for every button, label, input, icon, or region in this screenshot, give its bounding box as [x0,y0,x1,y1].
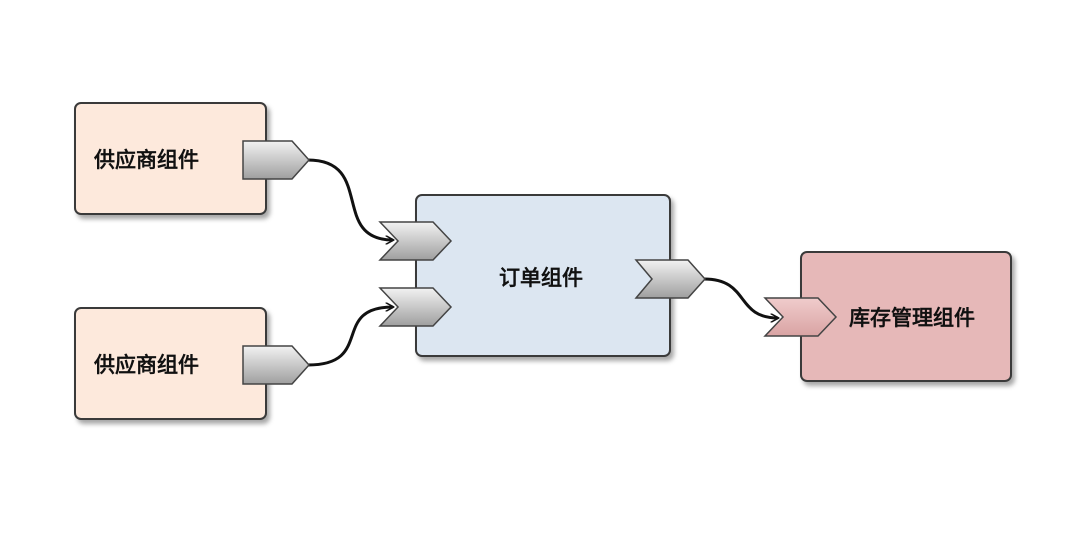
supplier-label-top: 供应商组件 [94,147,199,172]
inventory-label: 库存管理组件 [849,305,975,330]
supplier-top-output-port[interactable] [242,140,311,180]
order-component[interactable]: 订单组件 [415,194,671,357]
supplier-component-top[interactable]: 供应商组件 [74,102,267,215]
supplier-label-bottom: 供应商组件 [94,352,199,377]
connector-supplier-bottom-to-order [307,307,393,367]
supplier-bottom-output-port[interactable] [242,345,311,385]
connector-supplier-top-to-order [307,158,393,240]
order-label: 订单组件 [499,266,583,290]
supplier-component-bottom[interactable]: 供应商组件 [74,307,267,420]
order-input-port-bottom[interactable] [378,287,453,327]
connector-order-to-inventory [703,277,778,318]
order-output-port[interactable] [634,259,707,299]
order-input-port-top[interactable] [378,221,453,261]
inventory-input-port[interactable] [763,297,838,337]
